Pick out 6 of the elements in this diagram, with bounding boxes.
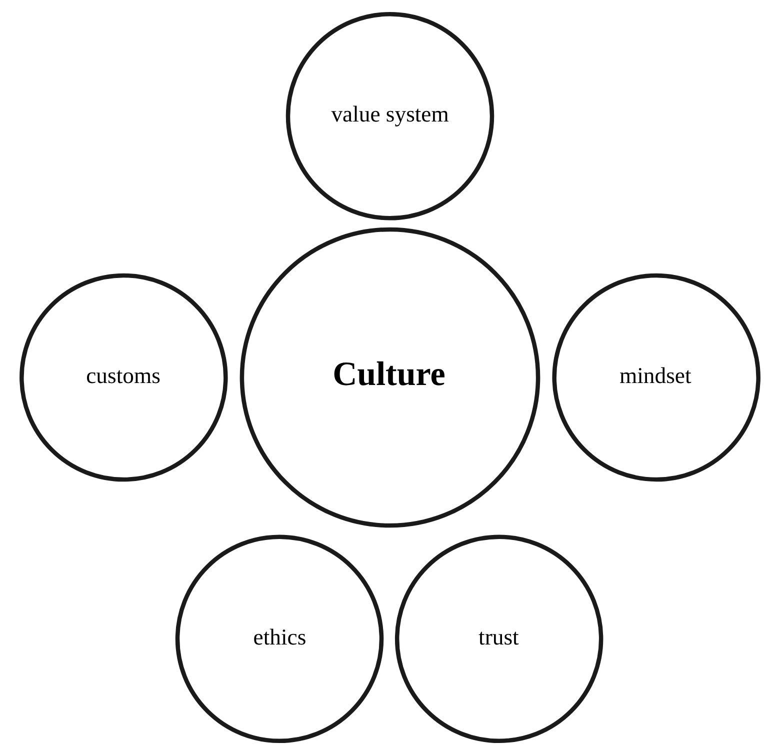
node-circle: Culture — [239, 227, 540, 528]
node-circle: customs — [19, 273, 228, 482]
node-circle: ethics — [174, 534, 384, 743]
node-circle: value system — [285, 12, 494, 220]
node-circle: mindset — [552, 273, 760, 482]
node-circle: trust — [394, 534, 603, 743]
